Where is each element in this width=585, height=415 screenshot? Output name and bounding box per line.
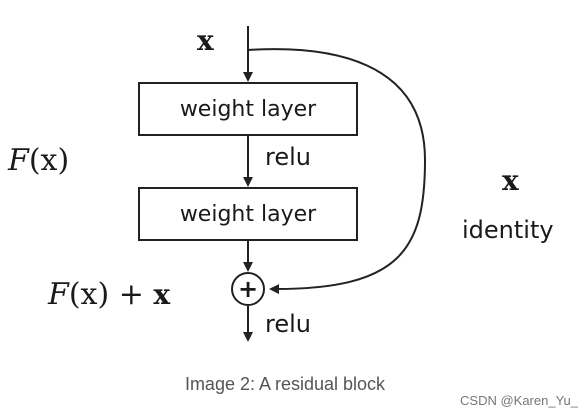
- fx-label: F(x): [7, 143, 69, 178]
- figure-caption: Image 2: A residual block: [185, 374, 386, 394]
- weight-layer-2-box: [138, 187, 358, 241]
- weight-layer-1-label: weight layer: [180, 97, 317, 122]
- identity-label: identity: [462, 216, 554, 244]
- sum-plus-symbol: +: [238, 275, 258, 303]
- identity-skip-connection: [247, 48, 427, 295]
- fx-plus-x-label: F(x) + x: [47, 277, 170, 312]
- weight-layer-1-box: [138, 82, 358, 136]
- identity-x-label: x: [502, 164, 519, 197]
- relu-2-label: relu: [265, 310, 311, 338]
- input-x-label: x: [197, 24, 214, 57]
- relu-1-label: relu: [265, 143, 311, 171]
- weight-layer-2-label: weight layer: [180, 202, 317, 227]
- csdn-watermark: CSDN @Karen_Yu_: [460, 393, 579, 408]
